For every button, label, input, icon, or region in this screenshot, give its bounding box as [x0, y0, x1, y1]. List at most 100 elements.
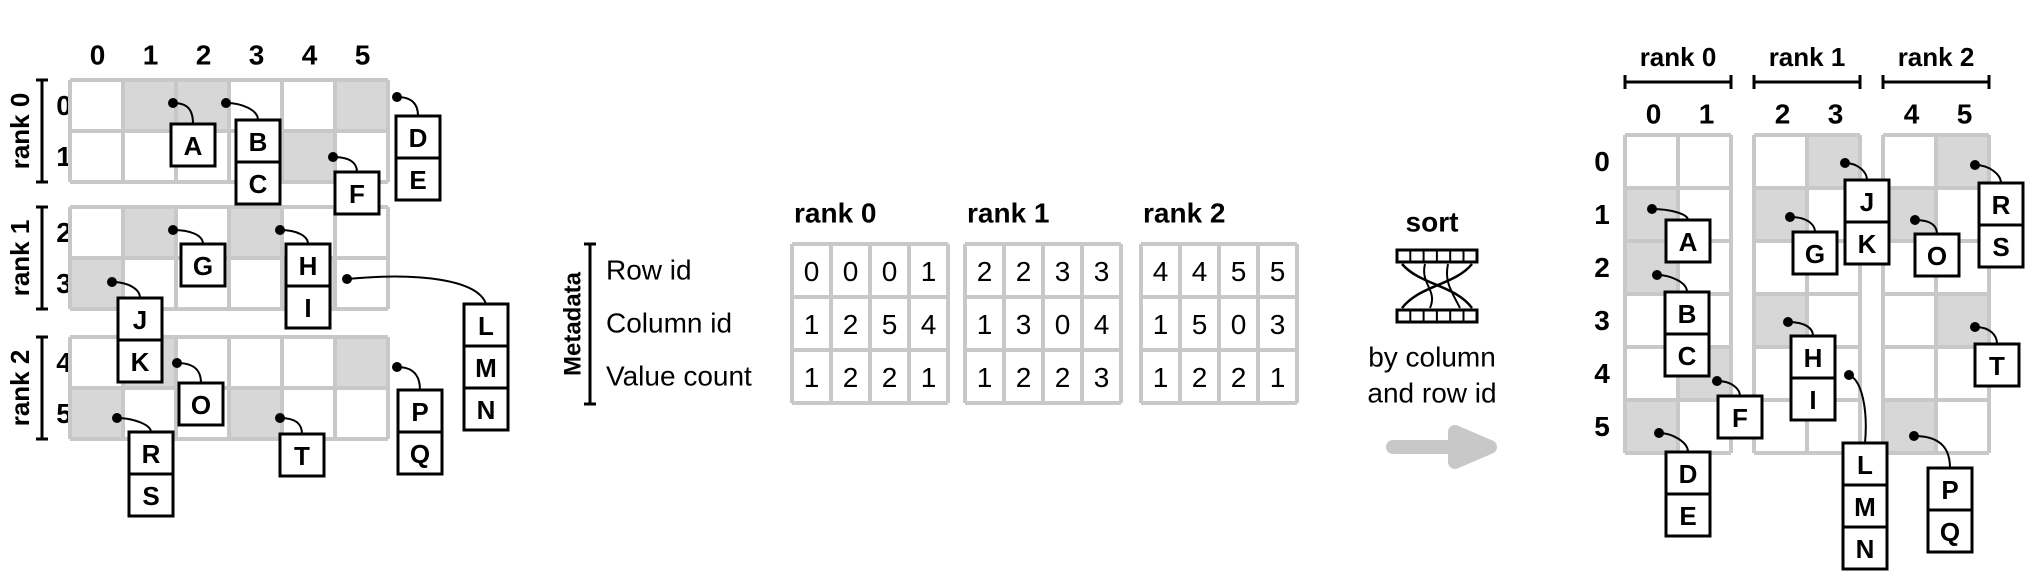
stack-box-JK: JK: [1843, 178, 1891, 266]
rank-band-2: rank 2: [5, 335, 390, 441]
stack-cell: [1841, 483, 1889, 529]
connector-arrow: [107, 277, 141, 299]
nonzero-cell: [123, 80, 176, 131]
connector-dot: [1970, 160, 1980, 170]
metadata-cell: 1: [804, 309, 820, 340]
stack-cell: [1663, 332, 1711, 378]
row-label: 5: [56, 398, 72, 429]
connector-dot: [107, 277, 117, 287]
metadata-row-header: Column id: [606, 308, 732, 339]
stack-cell-label: D: [409, 123, 428, 153]
column-label: 2: [1775, 99, 1791, 130]
connector-line: [1848, 374, 1867, 444]
connector-dot: [1909, 431, 1919, 441]
metadata-table-title: rank 2: [1143, 198, 1226, 229]
metadata-cell: 1: [977, 362, 993, 393]
row-label: 2: [56, 217, 72, 248]
sort-label: sort: [1406, 207, 1459, 238]
stack-box-LMN: LMN: [1841, 441, 1889, 571]
sort-curve: [1401, 263, 1473, 309]
stack-cell-label: E: [409, 165, 426, 195]
stack-cell: [396, 430, 444, 476]
stack-box-HI: HI: [284, 242, 332, 330]
stack-cell-label: D: [1679, 459, 1698, 489]
connector-arrow: [275, 225, 309, 245]
stack-box-BC: BC: [234, 118, 282, 206]
rank-bracket: rank 2: [1881, 42, 1991, 89]
rank-label: rank 1: [1769, 42, 1846, 72]
rank-bracket: rank 1: [5, 205, 48, 311]
stack-box-F: F: [1716, 394, 1764, 440]
rank-label: rank 0: [5, 93, 35, 170]
metadata-cell: 1: [921, 362, 937, 393]
stack-cell-label: S: [142, 481, 159, 511]
stack-cell-label: M: [1854, 492, 1876, 522]
stack-box-G: G: [179, 242, 227, 288]
stack-cell: [278, 432, 326, 478]
connector-arrow: [168, 225, 204, 245]
metadata-row-header: Row id: [606, 255, 692, 286]
metadata-cell: 2: [843, 362, 859, 393]
stack-cell: [1843, 178, 1891, 224]
metadata-cell: 2: [1016, 362, 1032, 393]
stack-cell: [394, 156, 442, 202]
stack-box-A: A: [169, 122, 217, 168]
connector-arrow: [1970, 160, 2002, 184]
rank-label: rank 1: [5, 220, 35, 297]
metadata-cell: 0: [1055, 309, 1071, 340]
metadata-table-title: rank 0: [794, 198, 877, 229]
metadata-cell: 3: [1094, 362, 1110, 393]
row-label: 1: [1594, 199, 1610, 230]
stack-cell: [394, 114, 442, 160]
stack-cell-label: B: [1678, 299, 1697, 329]
connector-dot: [1654, 428, 1664, 438]
stack-cell-label: H: [1804, 343, 1823, 373]
stack-cell-label: K: [131, 347, 150, 377]
stack-box-DE: DE: [394, 114, 442, 202]
stack-box-T: T: [1973, 342, 2021, 388]
sort-icon: [1395, 248, 1479, 324]
connector-dot: [168, 225, 178, 235]
stack-box-G: G: [1791, 230, 1839, 276]
stack-cell-label: C: [249, 169, 268, 199]
rank-bracket: rank 2: [5, 335, 48, 441]
stack-cell: [1977, 223, 2025, 269]
stack-cell-label: H: [299, 251, 318, 281]
metadata-cell: 5: [1270, 256, 1286, 287]
connector-arrow: [1909, 431, 1951, 469]
stack-cell-label: F: [349, 179, 365, 209]
stack-cell-label: I: [1809, 385, 1816, 415]
connector-arrow: [1840, 158, 1868, 181]
metadata-table-title: rank 1: [967, 198, 1050, 229]
nonzero-cell: [1883, 400, 1936, 453]
stack-cell-label: R: [1992, 190, 2011, 220]
stack-cell: [1973, 342, 2021, 388]
row-label: 5: [1594, 411, 1610, 442]
nonzero-cell: [1936, 135, 1989, 188]
column-label: 4: [302, 40, 318, 71]
metadata-cell: 5: [1231, 256, 1247, 287]
rank-label: rank 0: [1640, 42, 1717, 72]
column-label: 4: [1904, 99, 1920, 130]
connector-arrow: [1652, 270, 1688, 293]
connector-dot: [1785, 212, 1795, 222]
stack-box-DE: DE: [1664, 450, 1712, 538]
stack-cell-label: N: [1856, 534, 1875, 564]
sort-curve: [1423, 263, 1433, 309]
connector-dot: [221, 98, 231, 108]
connector-dot: [1910, 215, 1920, 225]
stack-cell-label: T: [1989, 351, 2005, 381]
stack-cell-label: L: [478, 311, 494, 341]
sort-caption: and row id: [1367, 378, 1496, 409]
metadata-cell: 1: [1153, 309, 1169, 340]
metadata-cell: 4: [1153, 256, 1169, 287]
stack-cell: [1913, 232, 1961, 278]
stack-box-F: F: [333, 170, 381, 216]
nonzero-cell: [1625, 400, 1678, 453]
